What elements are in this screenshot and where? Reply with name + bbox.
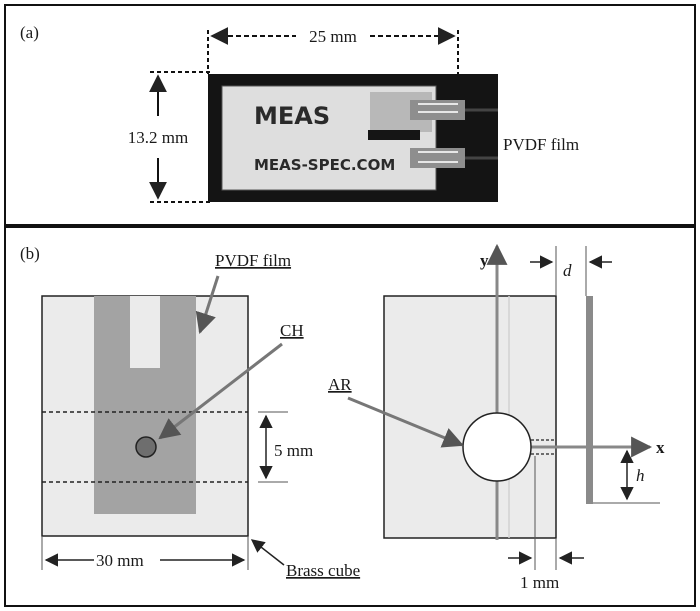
h-label: h — [636, 466, 645, 485]
pvdf-label: PVDF film — [215, 251, 291, 270]
brass-leader — [250, 539, 285, 566]
gap-dim-label: 5 mm — [274, 441, 313, 460]
height-dim-label: 13.2 mm — [128, 128, 188, 147]
right-brass-cube — [383, 295, 557, 539]
axis-x-label: x — [656, 438, 665, 457]
sensor-brand: MEAS — [254, 102, 330, 130]
film-label: PVDF film — [503, 135, 579, 154]
width-dim-label: 25 mm — [309, 27, 357, 46]
panel-a-label: (a) — [20, 23, 39, 42]
d-label: d — [563, 261, 572, 280]
ch-hole — [135, 436, 157, 458]
hole-dim-label: 1 mm — [520, 573, 559, 592]
panel-b-label: (b) — [20, 244, 40, 263]
brass-label: Brass cube — [286, 561, 360, 580]
ar-label: AR — [328, 375, 352, 394]
side-film — [586, 296, 593, 504]
pvdf-sensor-photo: MEAS MEAS-SPEC.COM — [208, 74, 498, 202]
left-brass-cube — [41, 295, 249, 537]
pvdf-leader — [195, 275, 220, 334]
ch-label: CH — [280, 321, 304, 340]
ch-leader — [158, 342, 283, 440]
axis-y-label: y — [480, 251, 489, 270]
ar-leader — [347, 396, 464, 448]
width-b-dim-label: 30 mm — [96, 551, 144, 570]
sensor-url: MEAS-SPEC.COM — [254, 156, 395, 174]
ar-hole — [462, 412, 532, 482]
